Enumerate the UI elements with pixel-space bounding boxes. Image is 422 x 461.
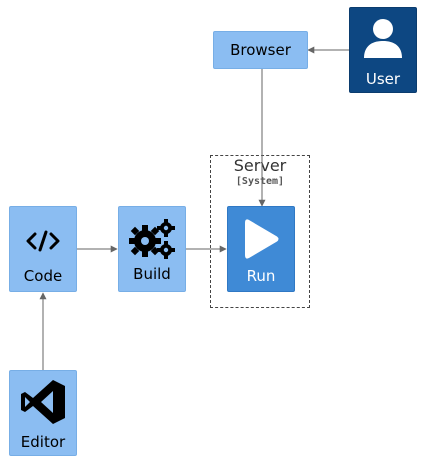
- run-node[interactable]: Run: [227, 206, 295, 292]
- user-label: User: [365, 70, 401, 88]
- editor-label: Editor: [20, 433, 66, 451]
- boundary-subtitle: [System]: [235, 176, 285, 187]
- build-label: Build: [133, 265, 171, 283]
- browser-node[interactable]: Browser: [213, 31, 308, 69]
- build-node[interactable]: Build: [118, 206, 186, 292]
- boundary-title: Server: [233, 156, 287, 175]
- user-icon: [364, 19, 402, 58]
- server-boundary: Server [System]: [210, 155, 310, 308]
- run-label: Run: [246, 267, 276, 285]
- code-icon: [26, 230, 60, 252]
- vscode-icon: [21, 380, 65, 424]
- editor-node[interactable]: Editor: [9, 370, 77, 456]
- code-node[interactable]: Code: [9, 206, 77, 292]
- play-icon: [245, 219, 279, 259]
- gears-icon: [129, 219, 175, 259]
- browser-label: Browser: [230, 41, 291, 59]
- code-label: Code: [23, 267, 63, 285]
- user-node[interactable]: User: [349, 7, 417, 93]
